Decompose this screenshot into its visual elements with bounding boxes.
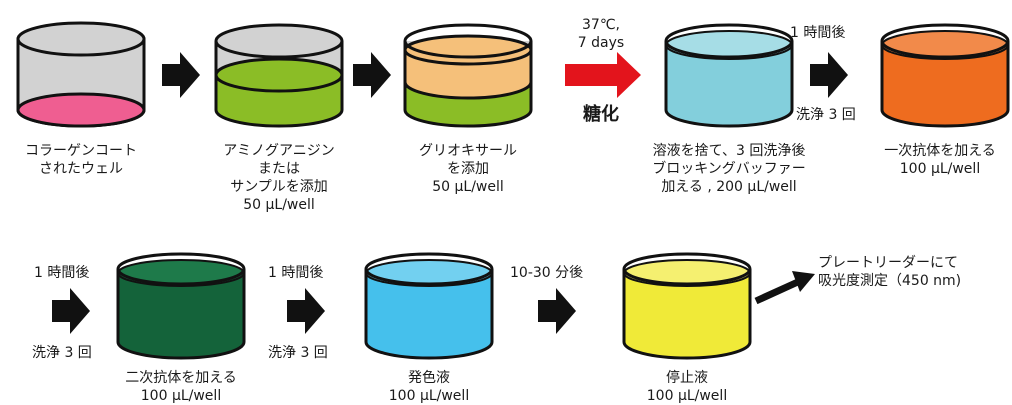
label-glyoxal: グリオキサール を添加 50 μL/well	[419, 143, 517, 195]
arrow-right-icon	[353, 52, 391, 98]
arrow-right-icon	[538, 288, 576, 334]
arrow-right-icon	[52, 288, 90, 334]
arrow-right-icon	[810, 52, 848, 98]
wait-note-secondary: 1 時間後	[34, 265, 90, 281]
wait-note-primary: 1 時間後	[790, 25, 846, 41]
incubate-arrow-icon	[565, 52, 641, 98]
wash-note-primary: 洗浄 3 回	[796, 107, 856, 123]
label-primary-antibody: 一次抗体を加える 100 μL/well	[884, 143, 996, 177]
well-secondary-antibody	[116, 252, 246, 360]
plate-reader-note: プレートリーダーにて 吸光度測定（450 nm)	[818, 255, 962, 289]
well-blocking	[664, 23, 794, 128]
label-color-developer: 発色液 100 μL/well	[388, 370, 470, 404]
wash-note-developer: 洗浄 3 回	[268, 345, 328, 361]
well-empty-collagen	[16, 21, 146, 128]
well-aminoguanidine	[214, 23, 344, 128]
reader-arrow-icon	[754, 271, 815, 305]
wash-note-secondary: 洗浄 3 回	[32, 345, 92, 361]
well-glyoxal	[403, 23, 533, 128]
label-secondary-antibody: 二次抗体を加える 100 μL/well	[125, 370, 237, 404]
label-collagen-well: コラーゲンコート されたウェル	[25, 143, 137, 177]
wait-note-stop: 10-30 分後	[510, 265, 584, 281]
wait-note-developer: 1 時間後	[268, 265, 324, 281]
well-color-developer	[364, 252, 494, 360]
well-primary-antibody	[880, 23, 1010, 128]
arrow-right-icon	[287, 288, 325, 334]
arrow-right-icon	[162, 52, 200, 98]
label-aminoguanidine: アミノグアニジン または サンプルを添加 50 μL/well	[223, 143, 335, 213]
well-stop-solution	[622, 252, 752, 360]
glycation-label: 糖化	[583, 104, 619, 125]
label-blocking: 溶液を捨て、3 回洗浄後 ブロッキングバッファー 加える , 200 μL/we…	[652, 143, 806, 195]
incubation-condition: 37℃, 7 days	[577, 17, 625, 51]
label-stop-solution: 停止液 100 μL/well	[646, 370, 728, 404]
